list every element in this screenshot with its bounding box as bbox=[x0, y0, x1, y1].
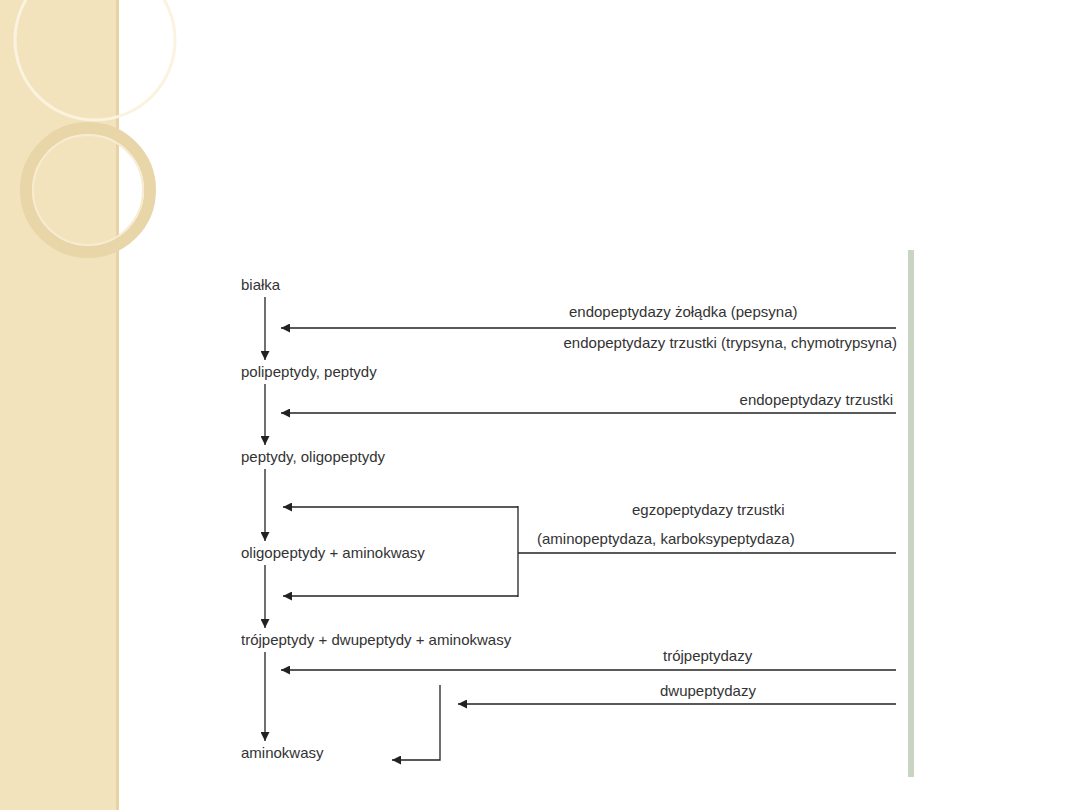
flow-arrow bbox=[264, 652, 265, 741]
enzyme-line bbox=[281, 327, 896, 328]
enzyme-line bbox=[517, 506, 518, 597]
enzyme-label: egzopeptydazy trzustki bbox=[632, 501, 785, 519]
flow-arrow bbox=[264, 297, 265, 360]
decor-ring bbox=[26, 128, 150, 252]
step-text: białka bbox=[241, 276, 280, 293]
enzyme-line bbox=[281, 412, 896, 413]
step-node: aminokwasy bbox=[240, 744, 325, 762]
enzyme-label: (aminopeptydaza, karboksypeptydaza) bbox=[537, 530, 795, 548]
step-text: aminokwasy bbox=[241, 744, 324, 761]
decor-ring bbox=[33, 135, 143, 245]
step-text: peptydy, oligopeptydy bbox=[241, 448, 385, 465]
side-bar bbox=[908, 250, 914, 777]
enzyme-line bbox=[518, 552, 896, 553]
step-node: trójpeptydy + dwupeptydy + aminokwasy bbox=[240, 631, 512, 649]
enzyme-line bbox=[283, 506, 518, 507]
flow-arrow bbox=[264, 469, 265, 541]
enzyme-line bbox=[281, 669, 896, 670]
side-band bbox=[0, 0, 118, 810]
step-text: oligopeptydy + aminokwasy bbox=[241, 544, 425, 561]
enzyme-line bbox=[392, 685, 440, 760]
enzyme-label: trójpeptydazy bbox=[663, 647, 752, 665]
enzyme-label: endopeptydazy trzustki bbox=[740, 391, 893, 409]
side-band-edge bbox=[116, 0, 119, 810]
step-node: peptydy, oligopeptydy bbox=[240, 448, 386, 466]
step-text: polipeptydy, peptydy bbox=[241, 363, 377, 380]
step-node: polipeptydy, peptydy bbox=[240, 363, 378, 381]
flow-arrow bbox=[264, 565, 265, 628]
enzyme-label: endopeptydazy żołądka (pepsyna) bbox=[569, 303, 798, 321]
enzyme-label: endopeptydazy trzustki (trypsyna, chymot… bbox=[564, 334, 897, 352]
enzyme-line bbox=[458, 703, 896, 704]
enzyme-line bbox=[283, 595, 518, 596]
step-node: białka bbox=[240, 276, 281, 294]
decor-ring bbox=[15, 0, 175, 120]
step-node: oligopeptydy + aminokwasy bbox=[240, 544, 426, 562]
step-text: trójpeptydy + dwupeptydy + aminokwasy bbox=[241, 631, 511, 648]
flow-arrow bbox=[264, 384, 265, 445]
enzyme-label: dwupeptydazy bbox=[660, 682, 756, 700]
